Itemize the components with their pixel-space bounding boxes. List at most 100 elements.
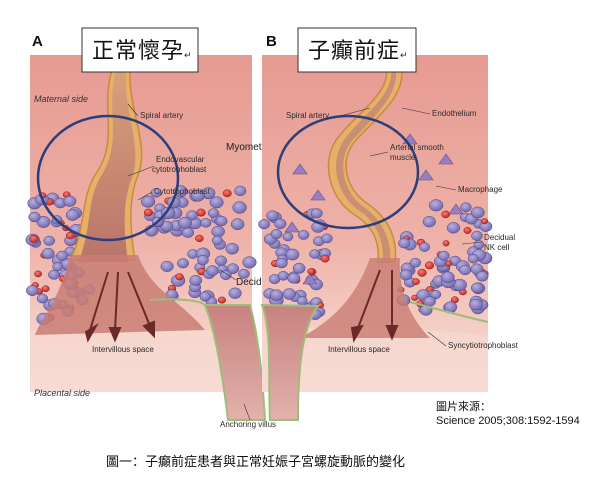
- panel-b-macrophage-label: Macrophage: [458, 185, 503, 194]
- red-cell: [441, 210, 451, 219]
- purple-cell: [282, 288, 297, 300]
- purple-cell: [469, 298, 483, 311]
- purple-cell: [211, 235, 223, 246]
- purple-cell: [285, 248, 300, 261]
- panel-b-flow-arrows: [350, 269, 399, 343]
- purple-cell: [471, 230, 483, 241]
- purple-cell: [446, 222, 461, 234]
- panel-a-endovascular-label-2: cytotrophoblast: [152, 165, 207, 174]
- macrophage-cell: [292, 163, 308, 175]
- purple-cell: [422, 216, 436, 228]
- panel-a-leader-lines: [127, 103, 251, 421]
- purple-cell: [238, 268, 250, 279]
- purple-cell: [460, 202, 472, 213]
- figure-caption: 圖一：子癲前症患者與正常妊娠子宮螺旋動脈的變化: [106, 454, 405, 470]
- red-cell: [217, 296, 226, 304]
- red-cell: [222, 189, 232, 198]
- source-line-2: Science 2005;308:1592-1594: [436, 415, 580, 427]
- purple-cell: [220, 270, 232, 280]
- panel-a-title-box: [81, 27, 199, 73]
- purple-cell: [266, 210, 279, 221]
- macrophage-cell: [284, 221, 300, 233]
- panel-b-intervillous-label: Intervillous space: [328, 345, 390, 354]
- purple-cell: [438, 250, 450, 261]
- purple-cell: [309, 249, 321, 259]
- purple-cell: [228, 287, 242, 299]
- panel-b-spiral-artery-label: Spiral artery: [286, 111, 329, 120]
- panel-a-artery-funnel: [35, 255, 205, 335]
- purple-cell: [467, 253, 479, 264]
- purple-cell: [65, 209, 80, 221]
- panel-a-cytotrophoblast-label: Cytotrophoblast: [154, 187, 211, 196]
- purple-cell: [52, 262, 64, 272]
- red-cell: [65, 231, 75, 240]
- red-cell: [196, 208, 206, 217]
- panel-a-maternal-side-label: Maternal side: [34, 94, 88, 104]
- purple-cell: [282, 232, 294, 242]
- purple-cell: [430, 289, 442, 300]
- purple-cell: [177, 216, 192, 229]
- red-cell: [34, 270, 42, 278]
- purple-cell: [230, 218, 245, 231]
- panel-b-leader-lines: [339, 107, 483, 347]
- panel-b-placental-region: [262, 327, 488, 392]
- purple-cell: [56, 250, 68, 261]
- purple-cell: [209, 196, 224, 209]
- panel-b-title-mark: ↵: [400, 50, 408, 60]
- purple-cell: [473, 240, 485, 250]
- red-cell: [143, 208, 153, 217]
- purple-cell: [211, 225, 225, 238]
- panel-b-arterial-sm-label-1: Arterial smooth: [390, 143, 444, 152]
- panel-a-decidua-label: Decidua: [236, 277, 273, 288]
- panel-a-anchoring-villus: [203, 304, 267, 421]
- red-cell: [412, 278, 420, 285]
- panel-b-title: 子癲前症: [308, 39, 400, 64]
- purple-cell: [428, 199, 444, 212]
- panel-b-title-box: [297, 27, 417, 73]
- purple-cell: [242, 256, 257, 269]
- panel-b-decidual-nk-label-1: Decidual: [484, 233, 515, 242]
- panel-b-letter: B: [266, 33, 277, 50]
- panel-b-anchoring-villus: [260, 303, 320, 421]
- purple-cell: [419, 242, 430, 252]
- source-line-1: 圖片來源：: [436, 399, 491, 413]
- purple-cell: [36, 293, 49, 304]
- macrophage-cell: [310, 189, 326, 201]
- panel-a-flow-arrows: [84, 271, 155, 343]
- macrophage-cell: [302, 273, 318, 285]
- purple-cell: [310, 208, 323, 219]
- panel-a-intervillous-label: Intervillous space: [92, 345, 154, 354]
- purple-cell: [206, 265, 219, 277]
- purple-cell: [476, 271, 489, 282]
- purple-cell: [225, 242, 239, 255]
- purple-cell: [199, 291, 212, 302]
- purple-cell: [321, 233, 333, 244]
- red-cell: [29, 234, 39, 243]
- red-cell: [442, 240, 450, 247]
- red-cell: [463, 227, 472, 234]
- panel-a-placental-region: [30, 326, 252, 392]
- purple-cell: [207, 208, 220, 218]
- purple-cell: [28, 211, 41, 223]
- panel-a-spiral-artery-label: Spiral artery: [140, 111, 183, 120]
- purple-cell: [409, 257, 422, 268]
- purple-cell: [191, 189, 205, 202]
- purple-cell: [470, 282, 484, 294]
- purple-cell: [275, 257, 288, 269]
- purple-cell: [296, 296, 308, 306]
- purple-cell: [234, 185, 247, 197]
- purple-cell: [258, 219, 270, 230]
- purple-cell: [63, 195, 77, 207]
- panel-a-letter: A: [32, 33, 43, 50]
- purple-cell: [160, 260, 174, 272]
- purple-cell: [214, 255, 228, 266]
- panel-b-decidua-cells-right: [396, 199, 493, 316]
- purple-cell: [470, 206, 485, 219]
- panel-b-decidual-nk-label-2: NK cell: [484, 243, 510, 252]
- panel-b-endothelium-label: Endothelium: [432, 109, 477, 118]
- purple-cell: [441, 271, 455, 284]
- red-cell: [195, 234, 204, 243]
- purple-cell: [186, 210, 198, 221]
- purple-cell: [232, 201, 247, 214]
